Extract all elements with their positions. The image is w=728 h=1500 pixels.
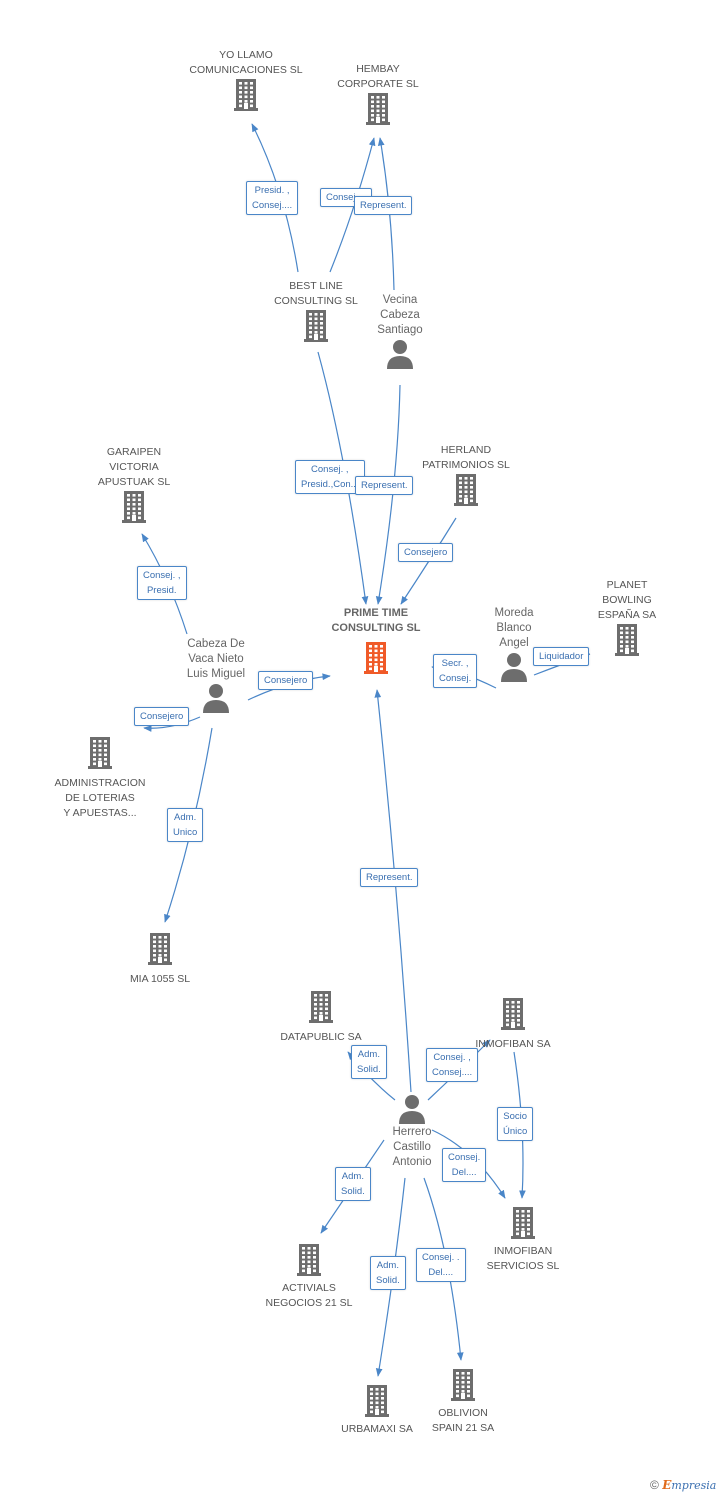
node-label: Herrero Castillo Antonio bbox=[392, 1126, 432, 1168]
building-icon bbox=[297, 1244, 321, 1276]
node-herland[interactable]: HERLAND PATRIMONIOS SL bbox=[406, 443, 526, 507]
edge-label-herrero-activials[interactable]: Adm. Solid. bbox=[335, 1167, 371, 1201]
brand-logo-letter: E bbox=[662, 1478, 672, 1492]
edge-label-vecina-hembay[interactable]: Represent. bbox=[354, 196, 413, 215]
building-icon bbox=[148, 933, 172, 965]
copyright-icon: © bbox=[650, 1478, 659, 1492]
edge-herrero-prime bbox=[374, 689, 412, 1093]
edge-bestline-hembay bbox=[329, 137, 376, 273]
node-label: HEMBAY CORPORATE SL bbox=[337, 63, 419, 90]
edge-label-bestline-yollamo[interactable]: Presid. , Consej.... bbox=[246, 181, 299, 215]
edge-label-cabeza-prime[interactable]: Consejero bbox=[258, 671, 314, 690]
node-label: PLANET BOWLING ESPAÑA SA bbox=[597, 579, 657, 621]
node-best-line[interactable]: BEST LINE CONSULTING SL bbox=[256, 279, 376, 343]
node-label: PRIME TIME CONSULTING SL bbox=[331, 607, 421, 634]
building-icon bbox=[304, 310, 328, 342]
edge-label-moreda-planet[interactable]: Liquidador bbox=[533, 647, 590, 666]
edge-label-herrero-datapublic[interactable]: Adm. Solid. bbox=[351, 1045, 387, 1079]
node-datapublic[interactable]: DATAPUBLIC SA bbox=[262, 990, 380, 1045]
brand-logo-text: mpresia bbox=[671, 1479, 717, 1492]
building-icon bbox=[365, 1385, 389, 1417]
node-cabeza[interactable]: Cabeza De Vaca Nieto Luis Miguel bbox=[170, 637, 262, 714]
building-icon bbox=[615, 624, 639, 656]
building-icon bbox=[366, 93, 390, 125]
building-icon bbox=[451, 1369, 475, 1401]
edge-label-herrero-oblivion[interactable]: Consej. . Del.... bbox=[416, 1248, 466, 1282]
person-icon bbox=[203, 684, 229, 713]
node-moreda[interactable]: Moreda Blanco Angel bbox=[478, 606, 550, 683]
node-admin-loterias[interactable]: ADMINISTRACION DE LOTERIAS Y APUESTAS... bbox=[48, 736, 152, 821]
person-icon bbox=[501, 653, 527, 682]
building-icon bbox=[454, 474, 478, 506]
building-icon bbox=[309, 991, 333, 1023]
node-label: Moreda Blanco Angel bbox=[494, 607, 534, 649]
node-yo-llamo[interactable]: YO LLAMO COMUNICACIONES SL bbox=[170, 48, 322, 112]
node-mia[interactable]: MIA 1055 SL bbox=[110, 932, 210, 987]
building-icon bbox=[501, 998, 525, 1030]
building-icon bbox=[88, 737, 112, 769]
edge-label-herrero-inmofiban-serv[interactable]: Consej. Del.... bbox=[442, 1148, 487, 1182]
node-label: OBLIVION SPAIN 21 SA bbox=[431, 1407, 495, 1434]
node-activials[interactable]: ACTIVIALS NEGOCIOS 21 SL bbox=[250, 1243, 368, 1311]
node-prime-time[interactable]: PRIME TIME CONSULTING SL bbox=[312, 606, 440, 675]
edge-label-herland-prime[interactable]: Consejero bbox=[398, 543, 454, 562]
edge-label-cabeza-mia[interactable]: Adm. Unico bbox=[167, 808, 204, 842]
node-label: DATAPUBLIC SA bbox=[280, 1031, 362, 1043]
node-label: INMOFIBAN SA bbox=[475, 1038, 551, 1050]
edge-label-inmofiban-serv[interactable]: Socio Único bbox=[497, 1107, 534, 1141]
node-label: Vecina Cabeza Santiago bbox=[377, 294, 423, 336]
edge-label-cabeza-admin[interactable]: Consejero bbox=[134, 707, 190, 726]
node-label: MIA 1055 SL bbox=[129, 973, 191, 985]
node-garaipen[interactable]: GARAIPEN VICTORIA APUSTUAK SL bbox=[80, 445, 188, 524]
node-label: GARAIPEN VICTORIA APUSTUAK SL bbox=[97, 446, 171, 488]
building-icon bbox=[234, 79, 258, 111]
node-herrero[interactable]: Herrero Castillo Antonio bbox=[374, 1093, 450, 1170]
edge-cabeza-admin bbox=[143, 716, 201, 732]
node-label: HERLAND PATRIMONIOS SL bbox=[422, 444, 510, 471]
node-inmofiban[interactable]: INMOFIBAN SA bbox=[462, 997, 564, 1052]
edge-label-herrero-prime[interactable]: Represent. bbox=[360, 868, 419, 887]
person-icon bbox=[399, 1095, 425, 1124]
node-oblivion[interactable]: OBLIVION SPAIN 21 SA bbox=[420, 1368, 506, 1436]
edge-label-moreda-prime[interactable]: Secr. , Consej. bbox=[433, 654, 478, 688]
node-label: ACTIVIALS NEGOCIOS 21 SL bbox=[265, 1282, 353, 1309]
node-planet[interactable]: PLANET BOWLING ESPAÑA SA bbox=[586, 578, 668, 657]
edge-label-vecina-prime[interactable]: Represent. bbox=[355, 476, 414, 495]
node-inmofiban-servicios[interactable]: INMOFIBAN SERVICIOS SL bbox=[472, 1206, 574, 1274]
node-label: URBAMAXI SA bbox=[341, 1423, 413, 1435]
edge-label-cabeza-garaipen[interactable]: Consej. , Presid. bbox=[137, 566, 187, 600]
footer-brand[interactable]: © Empresia bbox=[650, 1478, 716, 1492]
node-label: YO LLAMO COMUNICACIONES SL bbox=[189, 49, 303, 76]
node-label: ADMINISTRACION DE LOTERIAS Y APUESTAS... bbox=[54, 777, 146, 819]
node-vecina[interactable]: Vecina Cabeza Santiago bbox=[360, 293, 440, 370]
node-hembay[interactable]: HEMBAY CORPORATE SL bbox=[318, 62, 438, 126]
edge-label-herrero-inmofiban[interactable]: Consej. , Consej.... bbox=[426, 1048, 479, 1082]
person-icon bbox=[387, 340, 413, 369]
node-urbamaxi[interactable]: URBAMAXI SA bbox=[326, 1384, 428, 1437]
node-label: BEST LINE CONSULTING SL bbox=[274, 280, 358, 307]
building-icon bbox=[364, 642, 388, 674]
building-icon bbox=[511, 1207, 535, 1239]
node-label: Cabeza De Vaca Nieto Luis Miguel bbox=[186, 638, 246, 680]
node-label: INMOFIBAN SERVICIOS SL bbox=[486, 1245, 560, 1272]
edge-label-herrero-urbamaxi[interactable]: Adm. Solid. bbox=[370, 1256, 406, 1290]
building-icon bbox=[122, 491, 146, 523]
